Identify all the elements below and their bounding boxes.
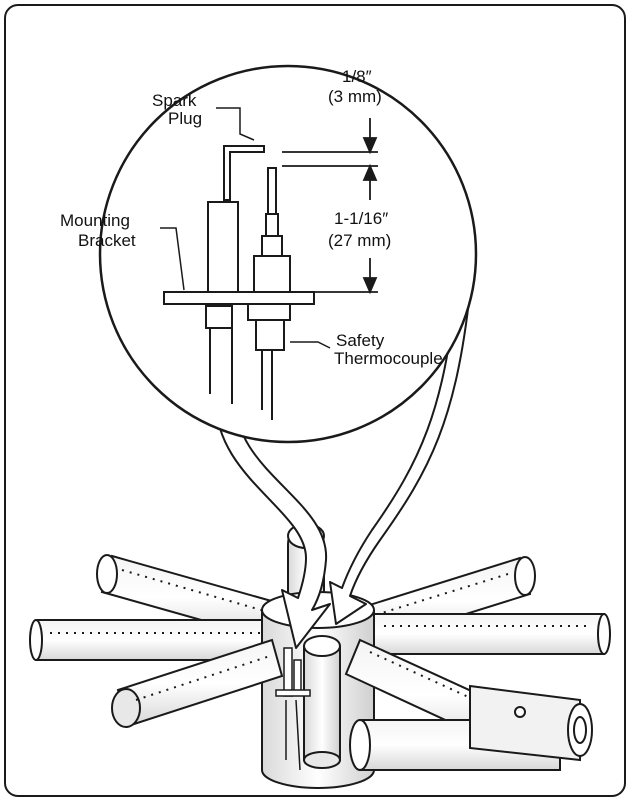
leader-lines xyxy=(160,107,331,349)
mounting-bracket-label-1: Mounting xyxy=(60,211,130,230)
spark-plug-label-2: Plug xyxy=(168,109,202,128)
dimension-lines xyxy=(282,118,378,295)
height-dimension-label-1: 1-1/16″ xyxy=(334,209,388,228)
gas-valve-assembly xyxy=(349,684,593,771)
burner-tube-right xyxy=(371,613,611,655)
igniter-on-burner xyxy=(275,647,311,771)
mounting-bracket-shape xyxy=(163,291,315,305)
burner-tube-lower-left xyxy=(111,638,284,728)
safety-thermocouple xyxy=(247,167,291,420)
safety-thermocouple-label-1: Safety xyxy=(336,331,385,350)
spark-plug-label-1: Spark xyxy=(152,91,197,110)
burner-tube-front xyxy=(303,635,341,769)
safety-thermocouple-label-2: Thermocouple xyxy=(334,349,443,368)
labels: Spark Plug Mounting Bracket Safety Therm… xyxy=(60,67,443,368)
height-dimension-label-2: (27 mm) xyxy=(328,231,391,250)
gap-dimension-label-2: (3 mm) xyxy=(328,87,382,106)
mounting-bracket-label-2: Bracket xyxy=(78,231,136,250)
gap-dimension-label-1: 1/8″ xyxy=(342,67,372,86)
detail-circle xyxy=(98,64,478,444)
